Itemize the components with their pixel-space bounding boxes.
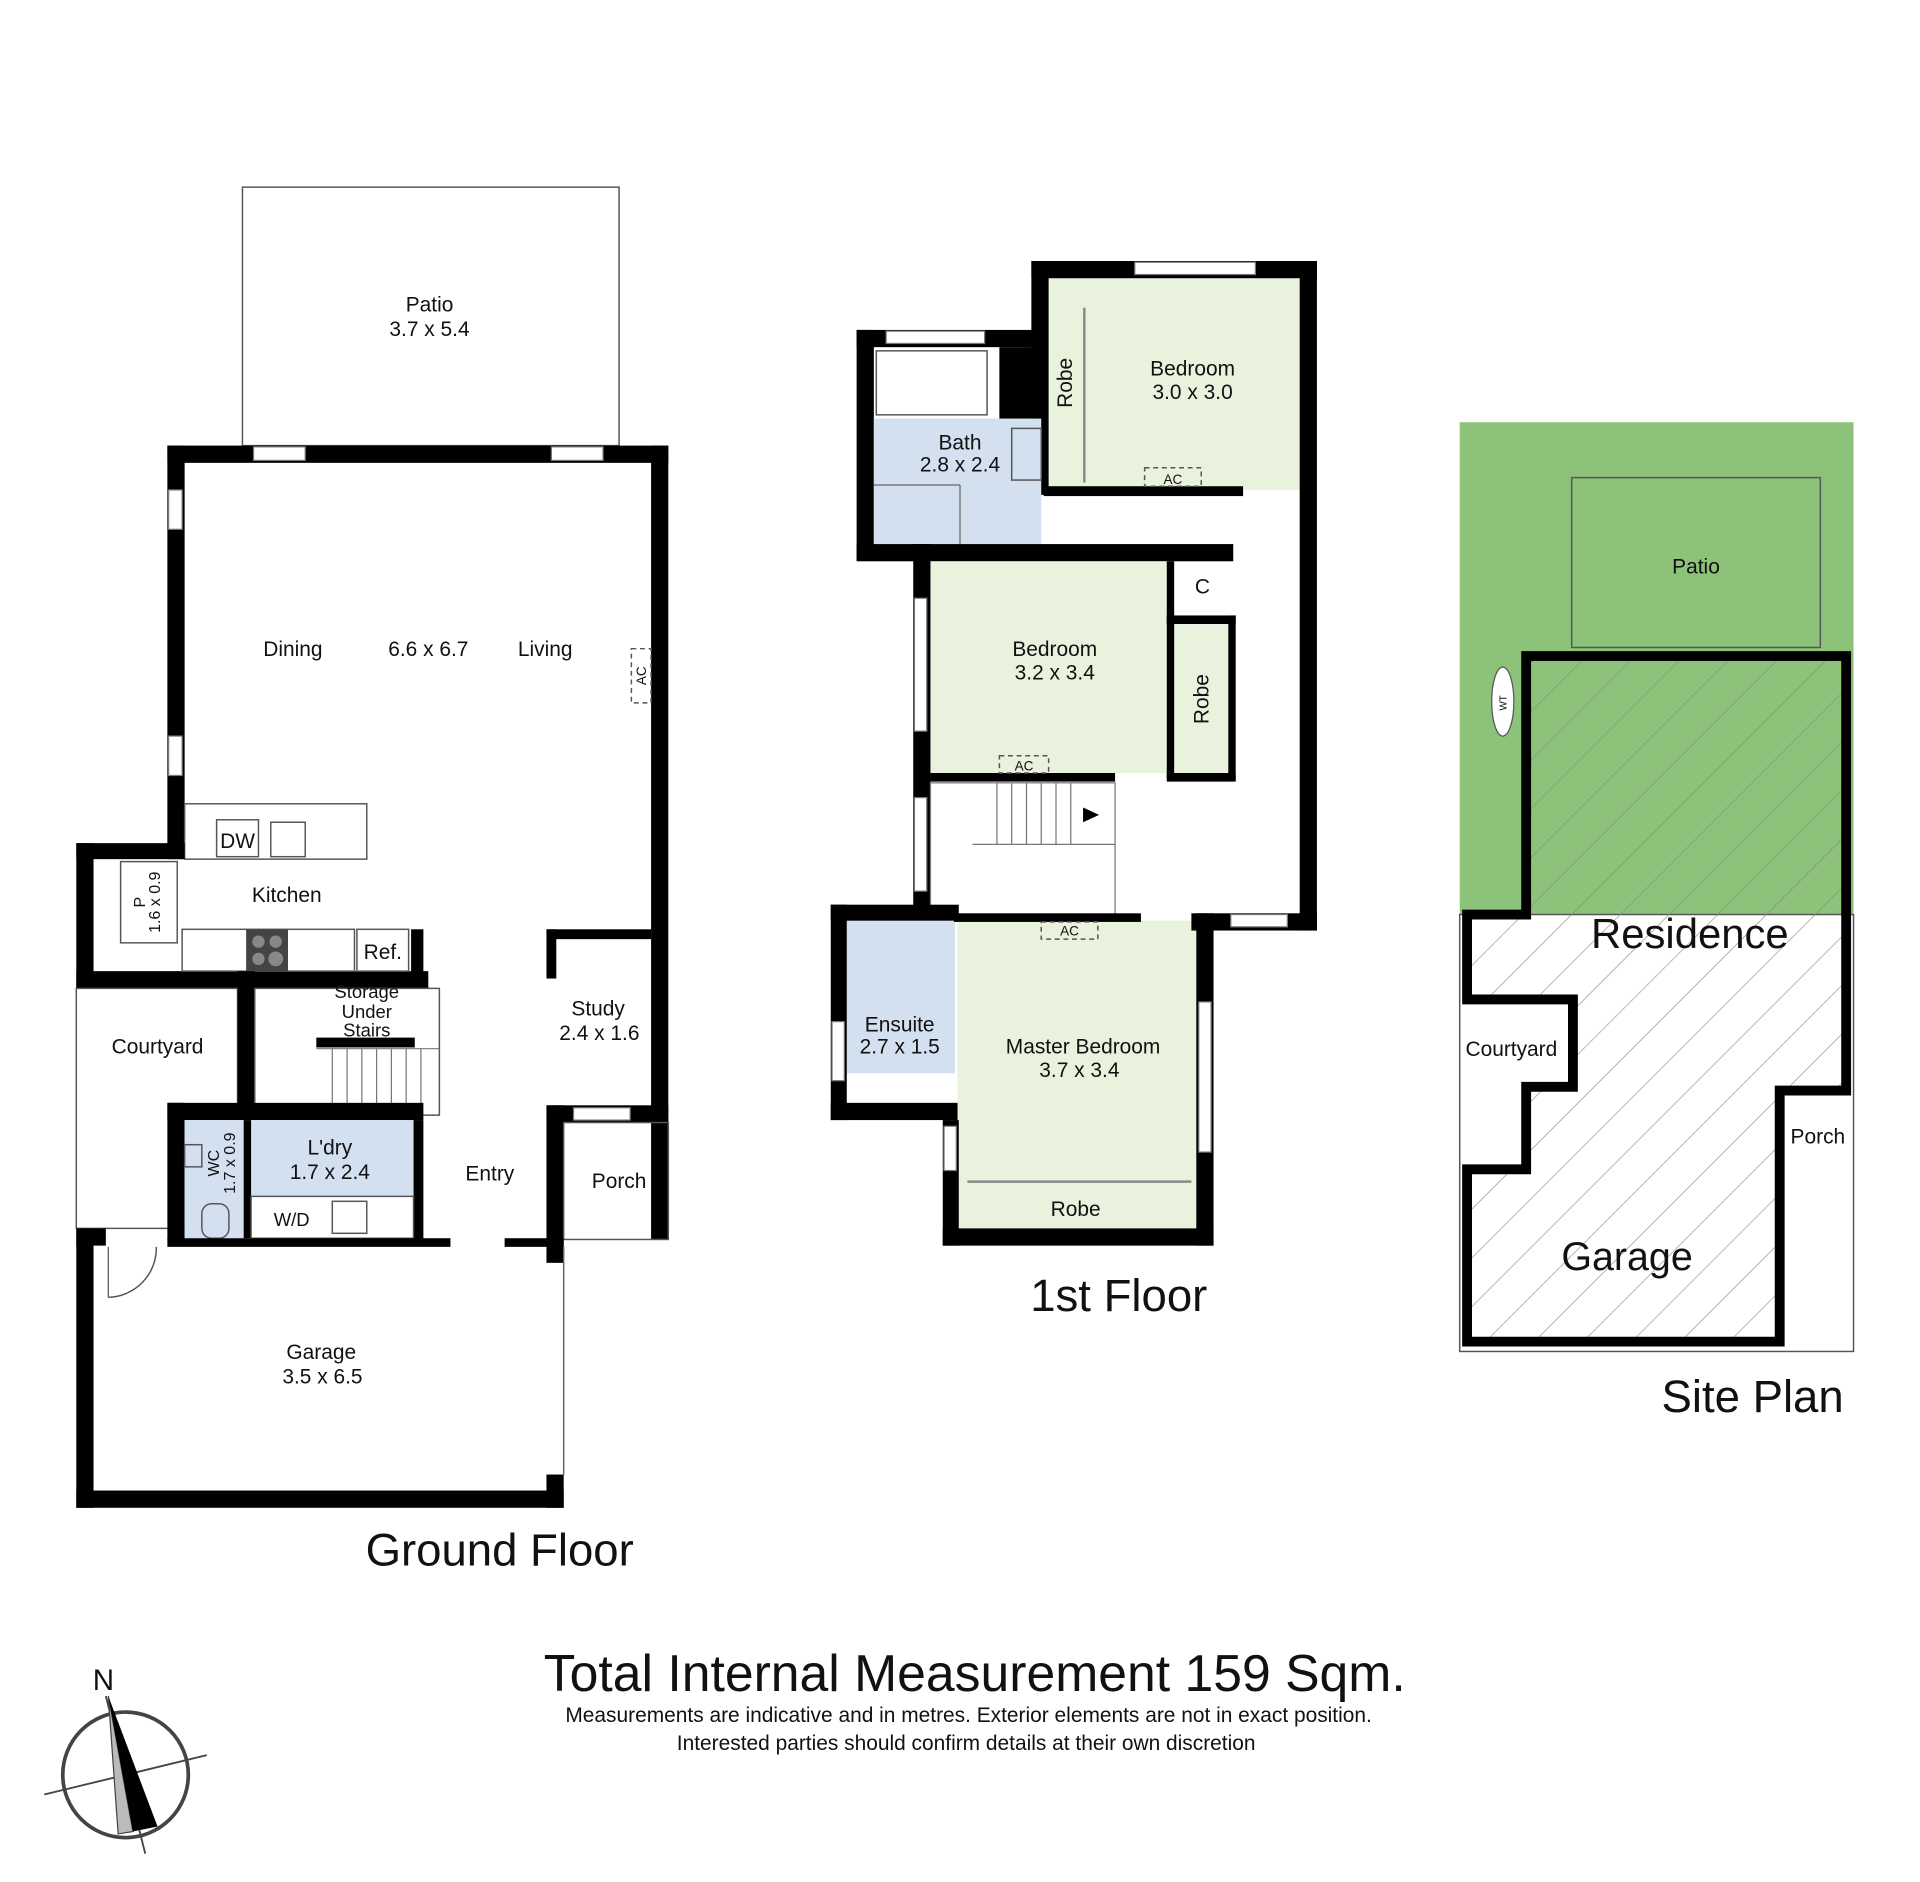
site-patio-label: Patio <box>1672 556 1720 579</box>
bedroom-1-size: 3.0 x 3.0 <box>1153 381 1233 404</box>
dining-label: Dining <box>263 638 322 661</box>
study-label: Study <box>571 997 625 1020</box>
bath-size: 2.8 x 2.4 <box>920 453 1001 476</box>
wc-label: WC <box>206 1150 223 1177</box>
study-size: 2.4 x 1.6 <box>559 1022 639 1045</box>
site-garage-label: Garage <box>1561 1235 1692 1279</box>
laundry-label: L'dry <box>308 1137 353 1160</box>
site-plan: Patio WT Residence Courtyard Porch Garag… <box>1458 422 1855 1422</box>
site-porch-label: Porch <box>1791 1125 1846 1148</box>
cupboard-label: C <box>1195 575 1210 598</box>
disclaimer-line-2: Interested parties should confirm detail… <box>677 1732 1256 1755</box>
kitchen-label: Kitchen <box>252 884 322 907</box>
courtyard-label: Courtyard <box>112 1036 204 1059</box>
compass-north-label: N <box>93 1664 114 1697</box>
first-floor-plan: Bath 2.8 x 2.4 Robe Bedroom 3.0 x 3.0 AC… <box>830 261 1317 1321</box>
site-courtyard-label: Courtyard <box>1465 1038 1557 1061</box>
pantry-label: P <box>132 897 149 908</box>
site-plan-title: Site Plan <box>1662 1371 1844 1422</box>
disclaimer-line-1: Measurements are indicative and in metre… <box>565 1704 1371 1727</box>
bedroom-2-ac-label: AC <box>1015 759 1034 774</box>
ensuite-label: Ensuite <box>865 1013 935 1036</box>
porch-label: Porch <box>592 1170 647 1193</box>
bedroom-2-size: 3.2 x 3.4 <box>1015 661 1096 684</box>
ensuite-size: 2.7 x 1.5 <box>860 1036 940 1059</box>
residence-label: Residence <box>1591 910 1789 957</box>
master-bedroom-label: Master Bedroom <box>1006 1036 1161 1059</box>
storage-label-3: Stairs <box>343 1019 390 1040</box>
bedroom-2-label: Bedroom <box>1012 638 1097 661</box>
washer-dryer-label: W/D <box>274 1209 310 1230</box>
storage-label-1: Storage <box>334 981 399 1002</box>
patio-label: Patio <box>406 293 454 316</box>
storage-label-2: Under <box>342 1001 392 1022</box>
master-bedroom-size: 3.7 x 3.4 <box>1039 1059 1120 1082</box>
living-size: 6.6 x 6.7 <box>388 638 468 661</box>
total-measurement: Total Internal Measurement 159 Sqm. <box>544 1644 1406 1702</box>
robe-label-3: Robe <box>1051 1198 1101 1221</box>
robe-label-1: Robe <box>1054 358 1077 408</box>
ground-floor-title: Ground Floor <box>366 1525 634 1576</box>
bedroom-1-ac-label: AC <box>1164 472 1183 487</box>
bath-label: Bath <box>938 431 981 454</box>
ground-floor-plan: Patio 3.7 x 5.4 Dining 6.6 x 6.7 Living … <box>75 186 670 1576</box>
living-ac-label: AC <box>634 666 649 685</box>
patio-size: 3.7 x 5.4 <box>389 318 470 341</box>
dishwasher-label: DW <box>220 830 255 853</box>
master-ac-label: AC <box>1060 923 1079 938</box>
bedroom-1-label: Bedroom <box>1150 357 1235 380</box>
fridge-label: Ref. <box>364 941 402 964</box>
pantry-size: 1.6 x 0.9 <box>147 871 164 932</box>
wc-size: 1.7 x 0.9 <box>222 1132 239 1193</box>
laundry-size: 1.7 x 2.4 <box>290 1161 371 1184</box>
entry-label: Entry <box>465 1162 514 1185</box>
residence-footprint <box>1462 651 1852 1347</box>
first-floor-title: 1st Floor <box>1030 1270 1207 1321</box>
water-tank-label: WT <box>1498 695 1509 710</box>
living-label: Living <box>518 638 573 661</box>
garage-size: 3.5 x 6.5 <box>282 1365 362 1388</box>
robe-label-2: Robe <box>1191 674 1214 724</box>
garage-label: Garage <box>286 1341 356 1364</box>
compass-icon: N <box>44 1664 207 1854</box>
